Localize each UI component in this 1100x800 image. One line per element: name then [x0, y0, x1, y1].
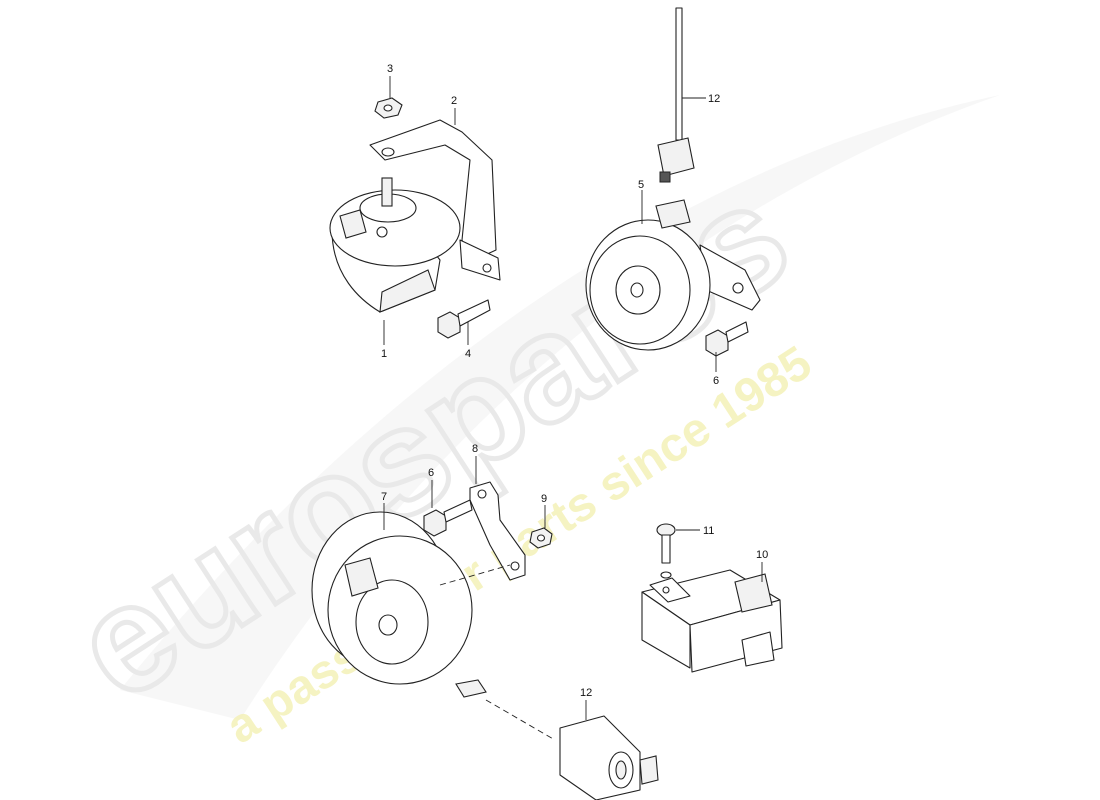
horn-rivet — [376, 226, 388, 238]
connector-dash-line — [485, 699, 556, 741]
callout-2: 2 — [451, 95, 457, 107]
callout-7: 7 — [381, 491, 387, 503]
screw-11-shank — [661, 534, 671, 564]
horn-bracket-hole — [732, 282, 744, 294]
bracket-foot-hole — [482, 263, 492, 273]
hex-bolt-6-shank-b — [443, 499, 473, 523]
callout-5: 5 — [638, 179, 644, 191]
control-unit-front — [641, 591, 691, 669]
control-unit-clip — [741, 631, 775, 667]
control-unit-assembly — [641, 523, 783, 673]
hex-bolt-4-shank — [457, 299, 491, 327]
callout-11: 11 — [703, 525, 714, 537]
callout-10: 10 — [756, 549, 768, 561]
control-unit-tab — [649, 577, 691, 603]
callout-3: 3 — [387, 63, 393, 75]
siren-bracket-hole-top — [477, 489, 487, 499]
leader-lines — [383, 76, 763, 720]
horn-low-assembly — [585, 7, 761, 357]
callout-9: 9 — [541, 493, 547, 505]
connector-latch — [659, 171, 671, 183]
callout-12a: 12 — [708, 93, 720, 105]
siren-bracket-8 — [469, 481, 526, 581]
callout-4: 4 — [465, 348, 471, 360]
control-unit-tab-hole — [662, 586, 670, 594]
hex-bolt-6-head-b — [423, 509, 447, 537]
horn-mouth — [379, 269, 436, 313]
hex-bolt-4-head — [437, 311, 461, 339]
callout-8: 8 — [472, 443, 478, 455]
siren-bracket-hole-bottom — [510, 561, 520, 571]
connector-face-socket — [615, 760, 627, 780]
hex-bolt-6-shank-a — [725, 321, 749, 343]
connector-latch-12 — [639, 755, 659, 785]
horn-stud — [381, 177, 393, 207]
watermark: eurospares a passion for parts since 198… — [43, 95, 1000, 754]
horn-terminal — [339, 209, 367, 239]
horn-high-assembly — [329, 97, 501, 339]
cable-harness-12 — [675, 7, 683, 141]
screw-11-head — [656, 523, 676, 537]
washer-11 — [660, 571, 672, 579]
hex-nut-9-hole — [536, 534, 546, 542]
callout-12b: 12 — [580, 687, 592, 699]
callout-6a: 6 — [713, 375, 719, 387]
horn-terminal-5 — [655, 199, 691, 229]
hex-bolt-6-head-a — [705, 329, 729, 357]
pin-terminal — [455, 679, 487, 698]
connector-plug — [657, 137, 695, 177]
alarm-siren-assembly — [311, 481, 553, 685]
hex-nut-3-hole — [383, 104, 393, 112]
siren-connector — [344, 557, 379, 597]
control-unit-connector — [734, 573, 773, 613]
callout-6b: 6 — [428, 467, 434, 479]
siren-dash-line — [439, 564, 511, 586]
callout-1: 1 — [381, 348, 387, 360]
callout-labels: 1 2 3 4 5 6 7 8 9 6 10 11 12 12 — [381, 63, 768, 699]
siren-speaker-center — [378, 614, 398, 636]
connector-12-assembly — [455, 679, 659, 800]
bracket-hole — [381, 147, 395, 157]
horn-disc-center — [630, 282, 644, 298]
